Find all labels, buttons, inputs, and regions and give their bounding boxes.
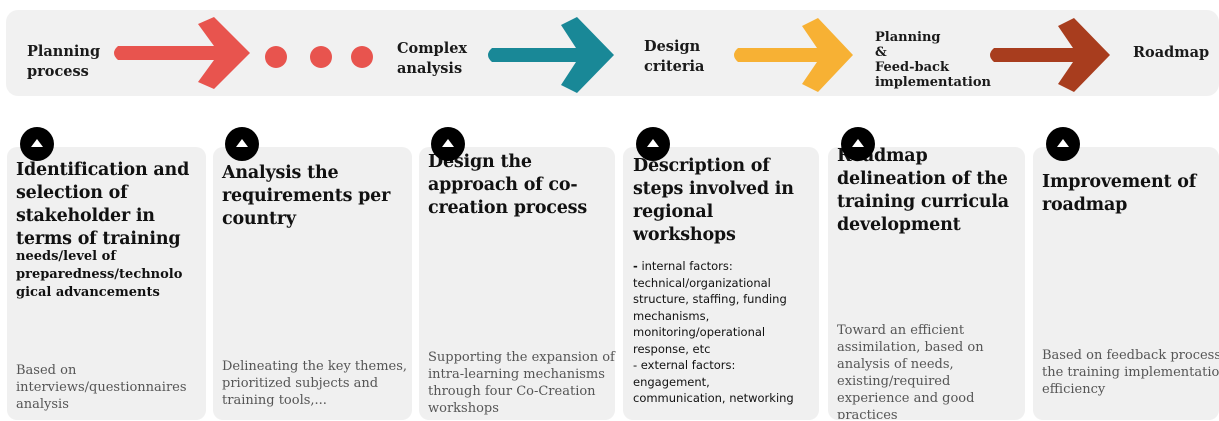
dot-3: [351, 46, 373, 68]
card-title: Analysis the requirements per country: [222, 163, 391, 229]
marker-circle-icon: [431, 127, 465, 161]
card-identification: [7, 147, 206, 420]
stage-label-planning-feedback: Planning & Feed-back implementation: [875, 30, 991, 90]
card-description: Based on feedback process - the training…: [1042, 348, 1219, 397]
card-title: Identification and selection of stakehol…: [16, 160, 190, 249]
marker-circle-icon: [636, 127, 670, 161]
arrow-teal: [488, 17, 614, 93]
marker-circle-icon: [1046, 127, 1080, 161]
process-arrows: [114, 17, 1110, 93]
card-description: Based on interviews/questionnaires analy…: [16, 363, 187, 412]
triangle-up-icon: [852, 139, 864, 147]
card-title: Improvement of roadmap: [1042, 172, 1197, 215]
factors-text: internal factors: technical/organization…: [633, 259, 794, 405]
card-description: Supporting the expansion of intra-learni…: [428, 350, 615, 416]
factors-dash: -: [633, 259, 638, 273]
card-co-creation: [419, 147, 615, 420]
arrow-red: [114, 17, 250, 89]
marker-circle-icon: [225, 127, 259, 161]
triangle-up-icon: [442, 139, 454, 147]
card-requirements: [213, 147, 412, 420]
triangle-up-icon: [647, 139, 659, 147]
triangle-up-icon: [1057, 139, 1069, 147]
arrow-yellow: [734, 18, 853, 92]
card-roadmap-improvement: [1033, 147, 1219, 420]
card-roadmap-delineation: [828, 147, 1025, 420]
card-title: Description of steps involved in regiona…: [633, 156, 794, 245]
marker-circle-icon: [841, 127, 875, 161]
dot-1: [265, 46, 287, 68]
marker-circle-icon: [20, 127, 54, 161]
card-factors: - internal factors: technical/organizati…: [633, 258, 815, 407]
arrow-brown: [990, 18, 1110, 92]
stage-label-planning-process: Planning process: [27, 43, 101, 80]
card-title: Design the approach of co- creation proc…: [428, 152, 587, 218]
dot-2: [310, 46, 332, 68]
triangle-up-icon: [236, 139, 248, 147]
card-description: Toward an efficient assimilation, based …: [837, 323, 984, 419]
triangle-up-icon: [31, 139, 43, 147]
stage-label-roadmap: Roadmap: [1133, 44, 1210, 61]
stage-label-design-criteria: Design criteria: [644, 38, 705, 75]
card-regional-workshops: [623, 147, 819, 420]
card-title: Roadmap delineation of the training curr…: [837, 146, 1009, 235]
stage-label-complex-analysis: Complex analysis: [397, 40, 468, 77]
card-description: Delineating the key themes, prioritized …: [222, 359, 408, 408]
card-subtitle: needs/level of preparedness/technolo gic…: [16, 249, 183, 300]
